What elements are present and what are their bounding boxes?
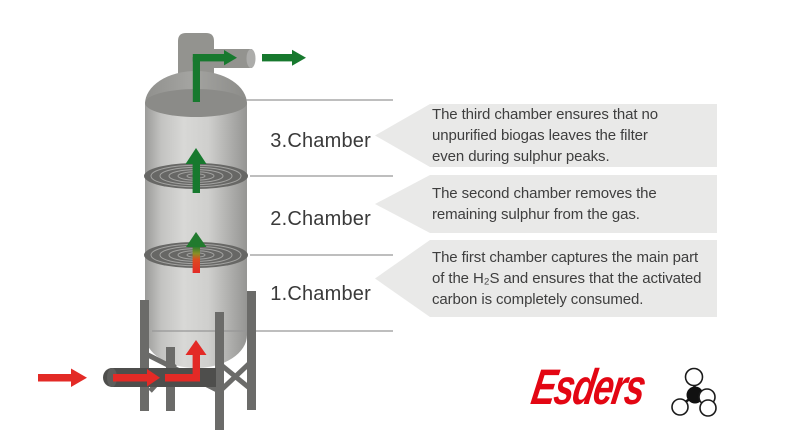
chamber1-description-bubble: The first chamber captures the main part… <box>375 240 717 317</box>
chamber2-up-arrow-icon <box>186 232 207 273</box>
stand-leg <box>140 300 149 411</box>
stand-leg <box>215 312 224 430</box>
chamber1-description-text: The first chamber captures the main part… <box>432 249 702 308</box>
outlet-pipe-cap <box>246 49 256 68</box>
raw-gas-up-elbow-arrow-icon <box>165 340 207 382</box>
raw-gas-in-arrow-icon <box>38 368 87 387</box>
chamber3-up-arrow-icon <box>185 148 207 193</box>
chamber3-description-bubble: The third chamber ensures that no unpuri… <box>375 104 717 167</box>
stand-leg <box>247 291 256 410</box>
leader-lines <box>246 99 393 256</box>
chamber2-label: 2.Chamber <box>270 208 371 230</box>
clean-gas-out-arrow-icon <box>262 49 306 66</box>
chamber3-description-text: The third chamber ensures that no unpuri… <box>432 106 658 165</box>
molecule-icon <box>671 367 717 417</box>
raw-gas-pipe-arrow-icon <box>113 369 160 387</box>
inlet-pipe-cap <box>107 368 117 387</box>
tank-top-rim <box>145 89 247 117</box>
chamber3-label: 3.Chamber <box>270 130 371 152</box>
chamber2-description-text: The second chamber removes the remaining… <box>432 185 657 223</box>
chamber2-description-bubble: The second chamber removes the remaining… <box>375 175 717 233</box>
esders-logo-wordmark: Esders <box>527 359 649 415</box>
clean-gas-elbow-arrow-icon <box>192 50 237 102</box>
chamber1-label: 1.Chamber <box>270 283 371 305</box>
